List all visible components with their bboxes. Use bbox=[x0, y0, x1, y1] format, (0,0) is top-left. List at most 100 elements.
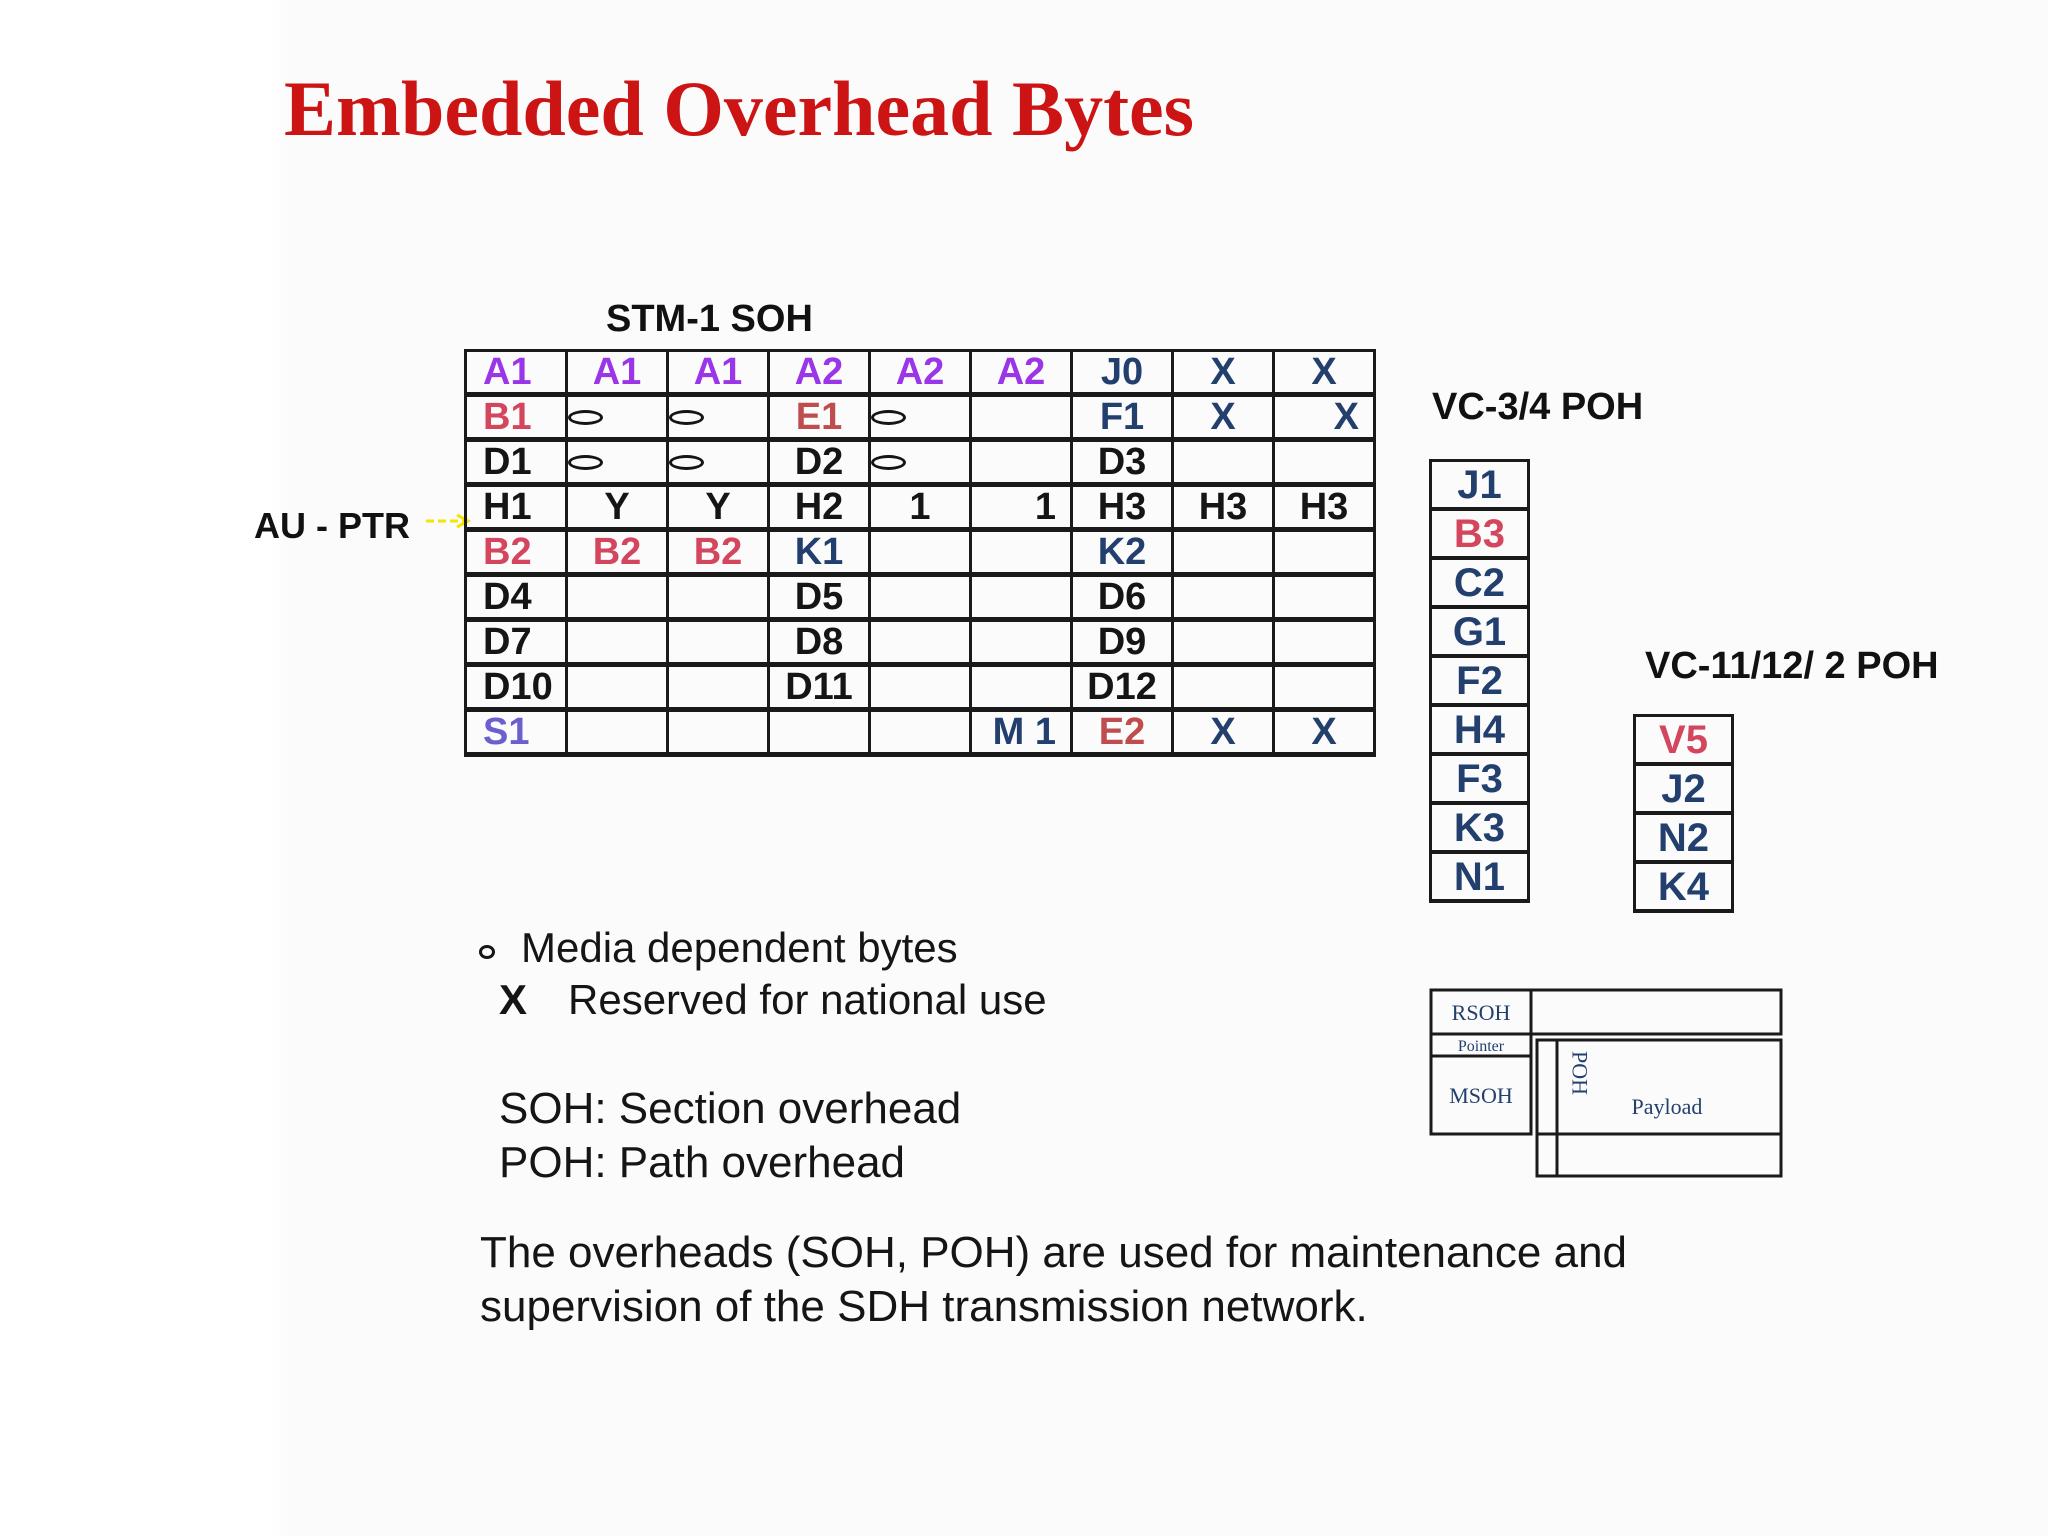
soh-byte-cell: D11 bbox=[767, 663, 871, 712]
soh-byte-cell: M 1 bbox=[969, 708, 1073, 757]
vc34-poh-title: VC-3/4 POH bbox=[1432, 386, 1644, 428]
soh-byte-cell: A2 bbox=[767, 349, 871, 397]
soh-byte-cell bbox=[565, 618, 669, 667]
soh-byte-cell bbox=[666, 438, 770, 487]
byte-label: 1 bbox=[909, 486, 931, 528]
soh-byte-cell: K1 bbox=[767, 528, 871, 577]
soh-byte-cell: Y bbox=[666, 483, 770, 532]
soh-byte-cell bbox=[1171, 528, 1275, 577]
poh-row: K3 bbox=[1429, 801, 1530, 854]
byte-label: H2 bbox=[794, 486, 844, 528]
byte-label: Y bbox=[705, 486, 731, 528]
byte-label: X bbox=[1311, 711, 1337, 753]
poh-byte-cell: J2 bbox=[1633, 762, 1734, 815]
soh-byte-cell bbox=[666, 708, 770, 757]
poh-byte-cell: K3 bbox=[1429, 801, 1530, 854]
soh-byte-cell: 1 bbox=[868, 483, 972, 532]
byte-label: B1 bbox=[483, 396, 532, 438]
soh-byte-cell: A1 bbox=[464, 349, 568, 397]
soh-byte-cell: J0 bbox=[1070, 349, 1174, 397]
poh-row: C2 bbox=[1429, 556, 1530, 609]
byte-label: K2 bbox=[1097, 531, 1147, 573]
soh-byte-cell: H3 bbox=[1272, 483, 1376, 532]
soh-byte-cell bbox=[565, 663, 669, 712]
soh-byte-cell bbox=[969, 393, 1073, 442]
byte-label: D3 bbox=[1097, 441, 1147, 483]
soh-byte-cell bbox=[1272, 618, 1376, 667]
soh-byte-cell: B1 bbox=[464, 393, 568, 442]
soh-byte-cell bbox=[969, 528, 1073, 577]
soh-byte-cell bbox=[666, 618, 770, 667]
poh-byte-cell: H4 bbox=[1429, 703, 1530, 756]
soh-definition: SOH: Section overhead bbox=[499, 1084, 962, 1133]
byte-label: D10 bbox=[483, 666, 553, 708]
byte-label: D6 bbox=[1097, 576, 1147, 618]
soh-byte-cell bbox=[565, 393, 669, 442]
soh-byte-cell: D5 bbox=[767, 573, 871, 622]
byte-label: Y bbox=[604, 486, 630, 528]
soh-byte-cell: H1 bbox=[464, 483, 568, 532]
byte-label: J0 bbox=[1100, 351, 1144, 393]
poh-row: J2 bbox=[1633, 762, 1734, 815]
soh-byte-cell: D2 bbox=[767, 438, 871, 487]
soh-byte-cell bbox=[1171, 663, 1275, 712]
byte-label: D5 bbox=[794, 576, 844, 618]
poh-row: G1 bbox=[1429, 605, 1530, 658]
soh-byte-cell bbox=[666, 393, 770, 442]
soh-row: D1 D2 D3 bbox=[464, 438, 1376, 487]
poh-row: V5 bbox=[1633, 714, 1734, 766]
soh-byte-cell bbox=[868, 438, 972, 487]
small-circle-icon bbox=[569, 454, 603, 470]
soh-byte-cell: A2 bbox=[868, 349, 972, 397]
soh-byte-cell bbox=[868, 663, 972, 712]
small-circle-icon bbox=[670, 454, 704, 470]
slide-title: Embedded Overhead Bytes bbox=[284, 65, 1195, 152]
byte-label: X bbox=[1210, 711, 1236, 753]
soh-byte-cell bbox=[969, 663, 1073, 712]
byte-label: D9 bbox=[1097, 621, 1147, 663]
byte-label: H3 bbox=[1299, 486, 1349, 528]
soh-row: D10 D11 D12 bbox=[464, 663, 1376, 712]
byte-label: A2 bbox=[996, 351, 1046, 393]
soh-byte-cell: E1 bbox=[767, 393, 871, 442]
poh-byte-cell: N2 bbox=[1633, 811, 1734, 864]
byte-label: A1 bbox=[693, 351, 743, 393]
soh-byte-cell: Y bbox=[565, 483, 669, 532]
soh-byte-cell bbox=[1272, 573, 1376, 622]
poh-byte-cell: B3 bbox=[1429, 507, 1530, 560]
soh-byte-cell bbox=[1272, 438, 1376, 487]
byte-label: E2 bbox=[1098, 711, 1146, 753]
vc11-poh-title: VC-11/12/ 2 POH bbox=[1645, 645, 1939, 687]
byte-label: 1 bbox=[1034, 486, 1056, 528]
byte-label: B2 bbox=[693, 531, 743, 573]
soh-byte-cell: X bbox=[1272, 349, 1376, 397]
byte-label: D11 bbox=[785, 666, 853, 708]
soh-byte-cell bbox=[666, 663, 770, 712]
poh-byte-cell: C2 bbox=[1429, 556, 1530, 609]
soh-byte-cell: D3 bbox=[1070, 438, 1174, 487]
soh-byte-cell: X bbox=[1171, 708, 1275, 757]
soh-byte-cell: B2 bbox=[565, 528, 669, 577]
soh-byte-cell: A2 bbox=[969, 349, 1073, 397]
byte-label: D8 bbox=[794, 621, 844, 663]
soh-byte-cell bbox=[1171, 618, 1275, 667]
byte-label: H1 bbox=[483, 486, 532, 528]
byte-label: D2 bbox=[794, 441, 844, 483]
soh-byte-cell: B2 bbox=[464, 528, 568, 577]
soh-byte-cell: D1 bbox=[464, 438, 568, 487]
soh-byte-cell: D12 bbox=[1070, 663, 1174, 712]
legend-x-symbol: X bbox=[499, 976, 528, 1023]
soh-byte-cell bbox=[868, 573, 972, 622]
poh-row: K4 bbox=[1633, 860, 1734, 913]
soh-byte-cell bbox=[767, 708, 871, 757]
soh-byte-cell: D6 bbox=[1070, 573, 1174, 622]
soh-byte-cell bbox=[565, 708, 669, 757]
soh-byte-cell bbox=[565, 438, 669, 487]
byte-label: B2 bbox=[592, 531, 642, 573]
poh-byte-cell: N1 bbox=[1429, 850, 1530, 903]
soh-byte-cell bbox=[868, 708, 972, 757]
byte-label: B2 bbox=[483, 531, 532, 573]
small-circle-icon bbox=[872, 409, 906, 425]
small-circle-icon bbox=[670, 409, 704, 425]
